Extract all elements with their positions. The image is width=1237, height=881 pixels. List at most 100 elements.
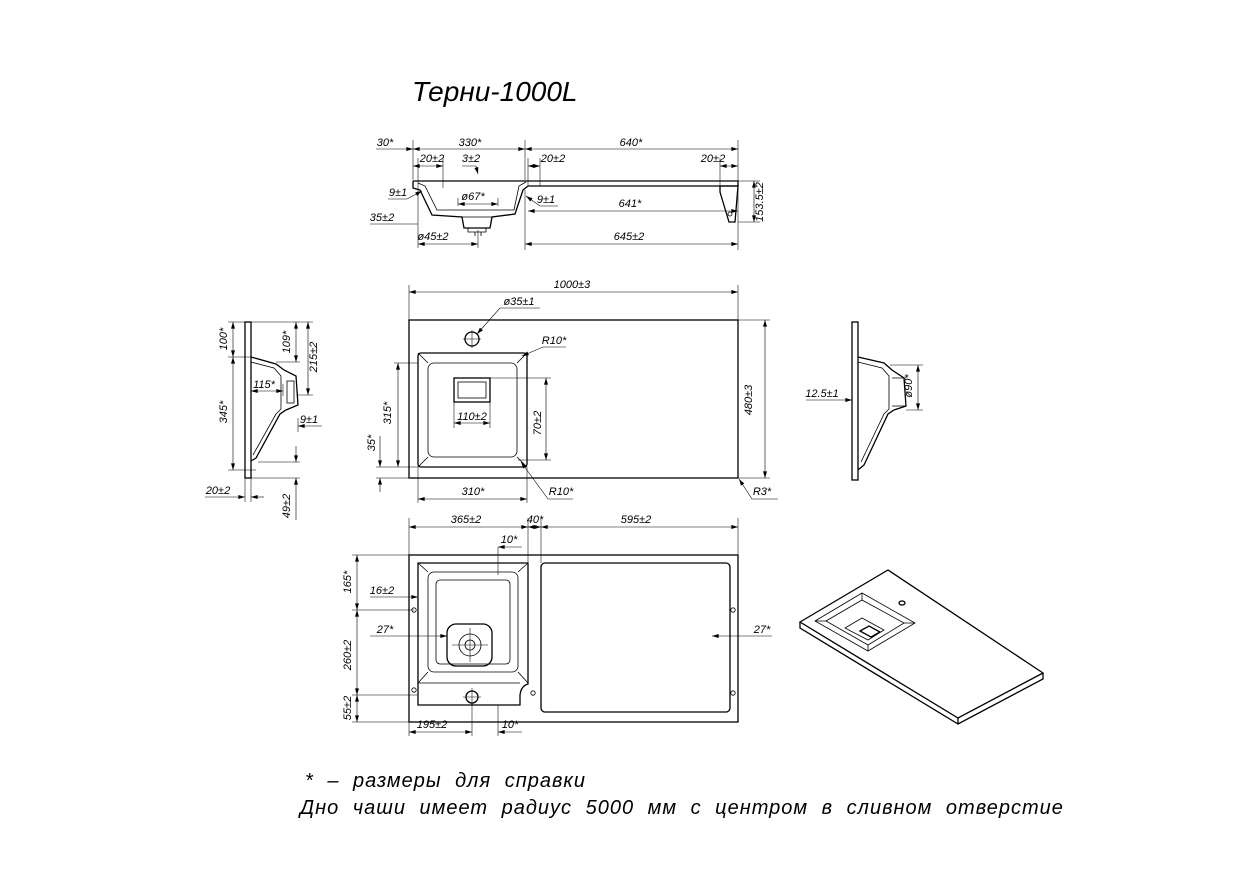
leader-lines: [378, 307, 778, 500]
mounting-hole: [730, 690, 736, 696]
isometric-view: [798, 569, 1045, 725]
dim-offset-49: 49±2: [281, 494, 293, 518]
section-view: 30* 330* 640* 20±2 3±2 20±2 20±2 9±1 ø67…: [370, 137, 766, 250]
dim-corner-r3: R3*: [753, 486, 772, 498]
dim-thickness: 12.5±1: [805, 388, 839, 400]
dim-30: 30*: [377, 137, 394, 149]
countertop-outline: [408, 319, 739, 479]
dimension-lines: [355, 525, 738, 734]
dim-rim-mid: 20±2: [540, 153, 565, 165]
dim-bowl-310: 310*: [462, 486, 485, 498]
support-panel: [540, 562, 731, 713]
leader-line: [462, 165, 479, 175]
leader-line: [520, 461, 573, 500]
bowl-profile-inner: [857, 361, 890, 463]
left-side-view: 100* 109* 215±2 115* 345* 9±1 20±2 49±2: [205, 321, 322, 520]
dim-641: 641*: [619, 198, 642, 210]
dim-radius-bottom: R10*: [549, 486, 574, 498]
dim-260: 260±2: [342, 640, 354, 672]
dim-645: 645±2: [614, 231, 645, 243]
dim-tap-hole: ø35±1: [503, 296, 534, 308]
slab-profile: [851, 321, 859, 481]
dim-100: 100*: [218, 327, 230, 350]
drain-inner: [457, 381, 487, 399]
extension-lines: [352, 518, 739, 736]
leader-line: [738, 478, 778, 500]
countertop-front-edge: [799, 622, 1044, 725]
dim-inset-left-27: 27*: [376, 624, 394, 636]
dim-215: 215±2: [308, 342, 320, 374]
dim-bowl-315: 315*: [382, 401, 394, 424]
leader-line: [521, 346, 566, 357]
slab-profile: [244, 321, 252, 479]
mounting-hole: [530, 690, 536, 696]
bowl-section-outer: [412, 181, 529, 229]
right-side-view: ø90* 12.5±1: [805, 321, 923, 481]
bowl-underside-inner: [427, 571, 519, 673]
drain-housing: [446, 623, 493, 667]
bowl-radius-note: Дно чаши имеет радиус 5000 мм с центром …: [298, 797, 1064, 819]
leader-lines: [205, 424, 322, 520]
mounting-hole: [730, 607, 736, 613]
dim-inset-right-27: 27*: [753, 624, 771, 636]
bowl-profile-outer: [250, 356, 299, 462]
dim-edge-16: 16±2: [370, 585, 394, 597]
dim-345: 345*: [218, 400, 230, 423]
dim-offset-35: 35*: [366, 434, 378, 451]
drawing-title: Терни-1000L: [412, 76, 577, 107]
bottom-view: 365±2 40* 595±2 10* 165* 16±2 27* 27* 26…: [342, 514, 772, 736]
plan-view: 1000±3 ø35±1 R10* 315* 110±2 70±2 480±3 …: [366, 279, 778, 503]
dimension-lines: [412, 147, 756, 246]
dim-165: 165*: [342, 570, 354, 593]
dim-radius-top: R10*: [542, 335, 567, 347]
dim-rim-20: 20±2: [205, 485, 230, 497]
leader-lines: [376, 147, 558, 207]
dimension-lines: [231, 321, 310, 471]
dim-drain-90: ø90*: [903, 374, 915, 398]
dim-gap-3: 3±2: [462, 153, 480, 165]
dim-width-595: 595±2: [621, 514, 652, 526]
dim-drain-110: 110±2: [457, 411, 487, 423]
bowl-section-inner: [417, 181, 527, 211]
dim-gap-40: 40*: [527, 514, 544, 526]
dim-length-1000: 1000±3: [554, 279, 592, 291]
bowl-outer-edge: [417, 352, 528, 468]
dim-rim-left: 20±2: [419, 153, 444, 165]
dim-wall-top-10: 10*: [501, 534, 518, 546]
dim-109: 109*: [281, 330, 293, 353]
dim-drain-67: ø67*: [461, 191, 485, 203]
dim-width-480: 480±3: [743, 384, 755, 415]
drain-outer: [453, 377, 491, 403]
bowl-underside-floor: [435, 579, 511, 665]
bowl-floor: [844, 617, 885, 641]
dim-depth-35: 35±2: [370, 212, 394, 224]
dim-55: 55±2: [342, 696, 354, 720]
dim-640: 640*: [620, 137, 643, 149]
tap-hole-axis: [463, 330, 481, 348]
dim-drain-45: ø45±2: [417, 231, 448, 243]
dim-330: 330*: [459, 137, 482, 149]
leader-line: [388, 190, 423, 200]
drain: [858, 625, 882, 638]
dim-wall-left: 9±1: [389, 187, 407, 199]
bowl-corner-lines: [417, 562, 529, 684]
dim-width-365: 365±2: [451, 514, 482, 526]
tap-hole: [898, 600, 906, 606]
drain-axis: [452, 628, 488, 662]
dim-wall-9: 9±1: [300, 414, 318, 426]
support-bracket: [719, 185, 739, 223]
bowl-inner-edge: [427, 362, 518, 458]
drain-section: [462, 216, 492, 236]
reference-note: * – размеры для справки: [305, 770, 586, 792]
dim-wall-bottom-10: 10*: [502, 719, 519, 731]
bowl-corner-lines: [815, 593, 915, 651]
dim-drain-70: 70±2: [532, 411, 544, 435]
bowl-underside-outer: [417, 562, 529, 706]
dim-wall-right: 9±1: [537, 194, 555, 206]
dimension-lines: [396, 290, 767, 501]
countertop-underside: [408, 554, 739, 723]
dim-195: 195±2: [417, 719, 448, 731]
dim-115: 115*: [253, 379, 276, 391]
